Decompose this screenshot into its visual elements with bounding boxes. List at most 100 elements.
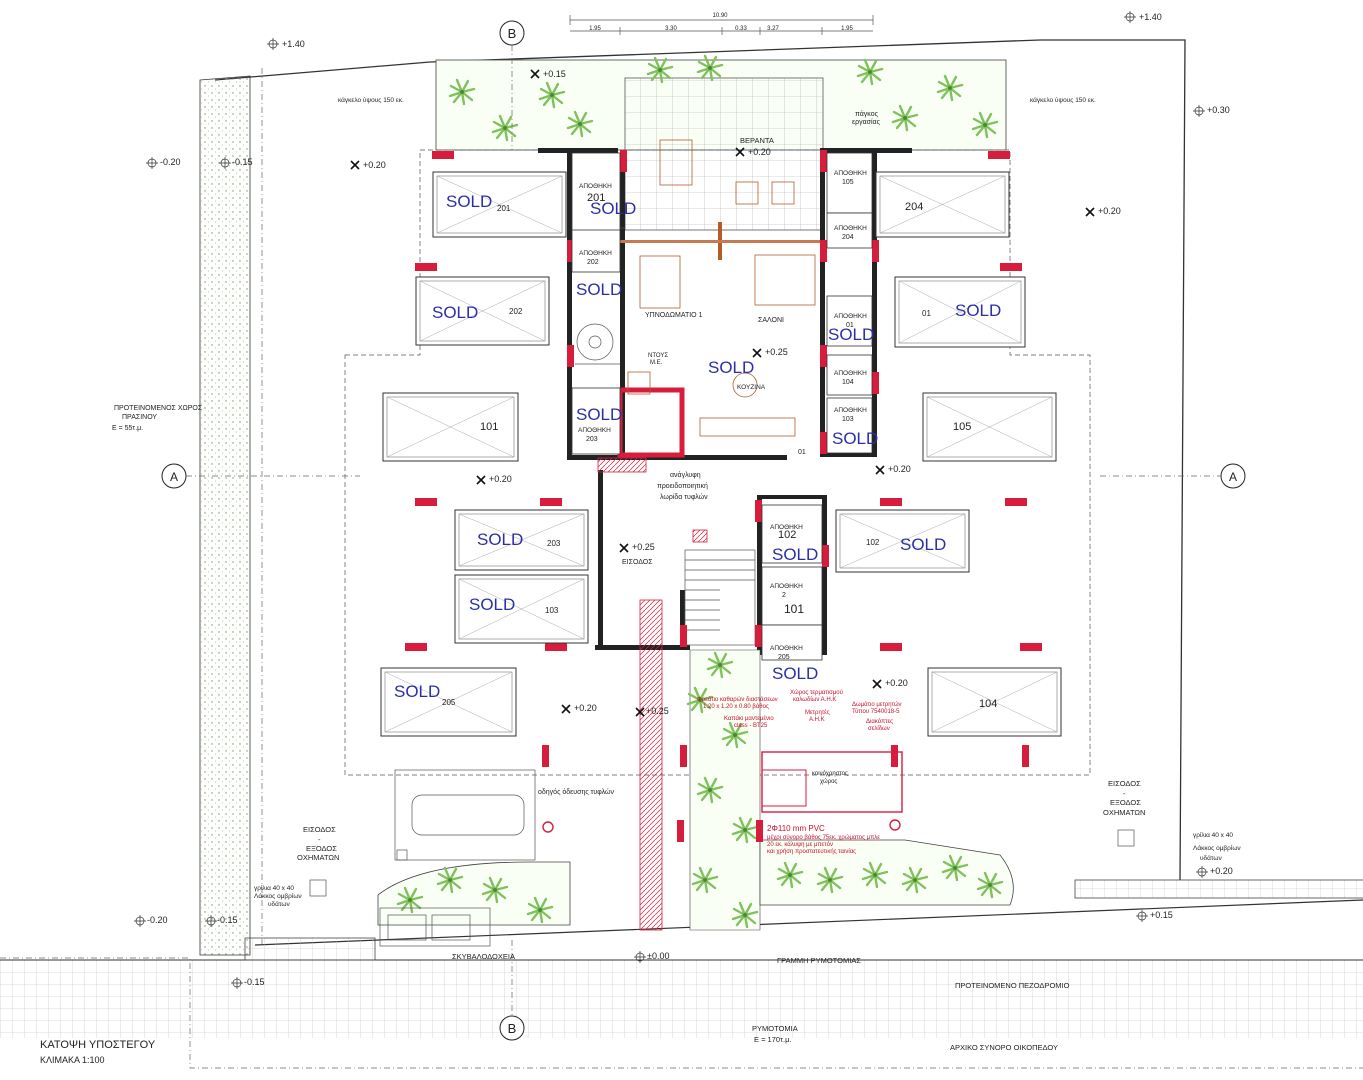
parking-bay: SOLD 201 bbox=[432, 171, 567, 238]
level-bottom-right-2: +0.15 bbox=[1150, 910, 1173, 920]
level-top-left: +1.40 bbox=[282, 39, 305, 49]
title-line-1: ΚΑΤΟΨΗ ΥΠΟΣΤΕΓΟΥ bbox=[40, 1039, 156, 1051]
railing-left-label: κάγκελο ύψους 150 εκ. bbox=[338, 96, 404, 104]
note-pvc-2: μέχρι σύνορο βάθος 75εκ. χρώματος μπλε bbox=[767, 834, 880, 841]
dim-3: 0.33 bbox=[735, 26, 747, 32]
grate-left-label-3: υδάτων bbox=[268, 900, 290, 908]
note-terminal-2: καλωδίων Α.Η.Κ bbox=[793, 697, 836, 703]
storage-label: ΑΠΟΘΗΚΗ bbox=[578, 427, 611, 434]
section-mark-top: B bbox=[508, 26, 517, 41]
green-strip bbox=[199, 75, 251, 956]
plot-boundary bbox=[214, 39, 1186, 881]
apartment-sold-tag: SOLD bbox=[708, 358, 754, 377]
storage-number: 205 bbox=[778, 654, 790, 661]
tactile-label: ανάγλυφη bbox=[670, 471, 701, 479]
parking-bay: SOLD 203 bbox=[454, 509, 589, 571]
note-cover: Καπάκι μαντεμένιο bbox=[724, 715, 774, 722]
bins-enclosure bbox=[379, 907, 491, 947]
dim-4: 3.27 bbox=[767, 26, 779, 32]
parking-sold-tag: SOLD bbox=[955, 301, 1001, 320]
entry-right-label-3: ΕΞΟΔΟΣ bbox=[1110, 798, 1141, 807]
storage-number: 104 bbox=[842, 379, 854, 386]
parking-number: 203 bbox=[547, 539, 561, 548]
parking-sold-tag: SOLD bbox=[432, 303, 478, 322]
drawing-title: ΚΑΤΟΨΗ ΥΠΟΣΤΕΓΟΥ ΚΛΙΜΑΚΑ 1:100 bbox=[40, 1039, 156, 1065]
sidewalk-label: ΠΡΟΤΕΙΝΟΜΕΝΟ ΠΕΖΟΔΡΟΜΙΟ bbox=[955, 981, 1070, 990]
level-left-2: -0.15 bbox=[232, 157, 253, 167]
green-area-label-2: ΠΡΑΣΙΝΟΥ bbox=[122, 414, 157, 421]
entry-left-label-3: ΕΞΟΔΟΣ bbox=[306, 844, 337, 853]
parking-number: 105 bbox=[953, 421, 971, 433]
storage-number: 204 bbox=[842, 234, 854, 241]
top-dimensions: 10.90 1.95 3.30 0.33 3.27 1.95 bbox=[569, 13, 874, 35]
note-switches: Διακόπτες bbox=[866, 718, 893, 725]
level-mid-left: +0.20 bbox=[363, 160, 386, 170]
grate-left-label: γρίλια 40 x 40 bbox=[254, 884, 294, 892]
building-outline bbox=[344, 149, 1091, 776]
title-line-2: ΚΛΙΜΑΚΑ 1:100 bbox=[40, 1055, 105, 1065]
storage-sold-tag: SOLD bbox=[772, 545, 818, 564]
parking-outdoor bbox=[394, 769, 536, 861]
storage-label: ΑΠΟΘΗΚΗ bbox=[834, 170, 867, 177]
parking-sold-tag: SOLD bbox=[394, 682, 440, 701]
tactile-label-2: προειδοποιητική bbox=[657, 483, 708, 490]
bench-label: πάγκος bbox=[855, 110, 879, 118]
original-boundary-label: ΑΡΧΙΚΟ ΣΥΝΟΡΟ ΟΙΚΟΠΕΔΟΥ bbox=[950, 1043, 1058, 1052]
storage-number: 103 bbox=[842, 416, 854, 423]
parking-bay: 105 bbox=[922, 392, 1057, 462]
note-pit: Φρεάτιο καθαρών διαστάσεων bbox=[697, 696, 778, 703]
storage-number: 202 bbox=[587, 259, 599, 266]
storage-sold-tag: SOLD bbox=[772, 664, 818, 683]
parking-number: 103 bbox=[545, 606, 559, 615]
note-pvc-4: και χρήση προστατευτικής ταινίας bbox=[767, 848, 856, 855]
sidewalk-grid bbox=[0, 960, 1363, 1038]
parking-bay: 104 bbox=[927, 667, 1062, 737]
level-markers: +1.40 +1.40 +0.15 +0.20 -0.20 -0.15 +0.2… bbox=[133, 10, 1233, 990]
storage-number: 102 bbox=[778, 529, 796, 541]
parking-bay: 204 bbox=[875, 171, 1010, 238]
note-meter-room: Δωμάτιο μετρητών bbox=[852, 701, 902, 708]
level-entrance: +0.25 bbox=[632, 542, 655, 552]
storage-number: 2 bbox=[782, 592, 786, 599]
dim-2: 3.30 bbox=[665, 26, 677, 32]
annotation-labels: κάγκελο ύψους 150 εκ. κάγκελο ύψους 150 … bbox=[112, 96, 1241, 1052]
note-switches-2: σελίδων bbox=[868, 726, 890, 732]
level-mid-row: +0.20 bbox=[489, 474, 512, 484]
storage-label: ΑΠΟΘΗΚΗ bbox=[834, 313, 867, 320]
note-pit-2: 1.20 x 1.20 x 0.80 βάθος bbox=[703, 703, 769, 710]
parking-sold-tag: SOLD bbox=[477, 530, 523, 549]
parking-number: 204 bbox=[905, 201, 923, 213]
level-street-left: -0.15 bbox=[244, 977, 265, 987]
grate-right-label-3: υδάτων bbox=[1200, 854, 1222, 862]
apartment-number: 01 bbox=[798, 449, 806, 456]
wc-label-2: Μ.Ε. bbox=[650, 360, 663, 366]
street-cut-label-2: Ε = 170τ.μ. bbox=[754, 1035, 792, 1044]
storage-sold-tag: SOLD bbox=[576, 280, 622, 299]
section-mark-bottom: B bbox=[508, 1021, 517, 1036]
storage-label: ΑΠΟΘΗΚΗ bbox=[770, 645, 803, 652]
dim-1: 1.95 bbox=[589, 26, 601, 32]
note-cover-2: class - BT25 bbox=[734, 723, 768, 729]
common-space-label: κοινόχρηστος bbox=[812, 770, 848, 777]
entry-left-label-2: - bbox=[318, 835, 321, 844]
note-meters: Μετρητές bbox=[805, 709, 830, 716]
car bbox=[411, 794, 525, 836]
level-right-top: +0.30 bbox=[1207, 105, 1230, 115]
apartment-furniture bbox=[627, 139, 816, 437]
tactile-guide-strip bbox=[639, 599, 663, 931]
grate-right-label-2: Λάκκος ομβρίων bbox=[1193, 844, 1241, 852]
parking-number: 202 bbox=[509, 307, 523, 316]
parking-sold-tag: SOLD bbox=[469, 595, 515, 614]
parking-number: 201 bbox=[497, 204, 511, 213]
parking-sold-tag: SOLD bbox=[446, 192, 492, 211]
bench-label-2: εργασίας bbox=[852, 118, 881, 126]
